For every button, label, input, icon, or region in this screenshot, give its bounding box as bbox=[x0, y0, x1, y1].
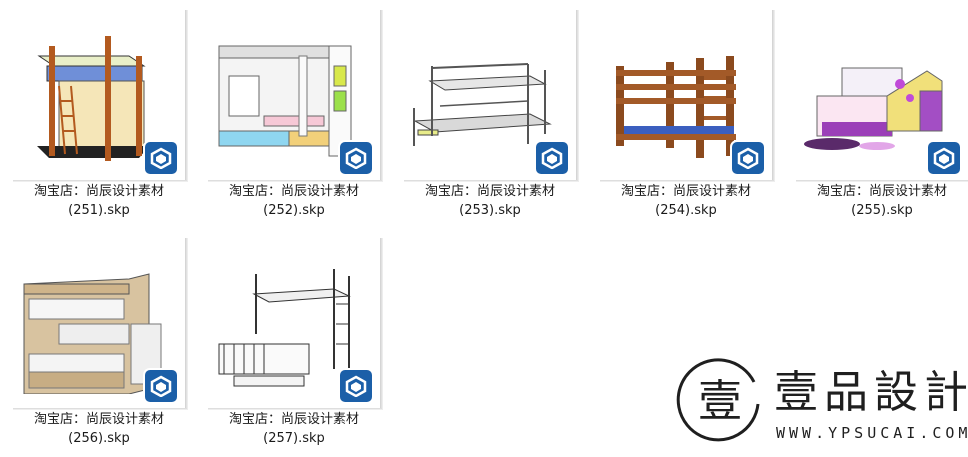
thumb-shadow bbox=[13, 180, 187, 182]
thumb-shadow bbox=[380, 10, 383, 182]
thumb-shadow bbox=[380, 238, 383, 410]
seal-char: 壹 bbox=[698, 376, 742, 427]
thumb-shadow bbox=[13, 408, 187, 410]
file-item-252[interactable]: 淘宝店：尚辰设计素材 (252).skp bbox=[206, 0, 386, 220]
wooden-bunk-bed-thumbnail bbox=[616, 56, 736, 158]
thumb-shadow bbox=[796, 180, 968, 182]
file-item-253[interactable]: 淘宝店：尚辰设计素材 (253).skp bbox=[402, 0, 582, 220]
sketchup-icon bbox=[536, 142, 568, 174]
file-name-line1: 淘宝店：尚辰设计素材 bbox=[620, 184, 751, 199]
file-name-line2: (255).skp bbox=[851, 203, 913, 218]
thumb-shadow bbox=[185, 10, 188, 182]
sketchup-icon bbox=[928, 142, 960, 174]
sketchup-icon bbox=[340, 370, 372, 402]
file-name: 淘宝店：尚辰设计素材 (257).skp bbox=[196, 410, 392, 448]
thumbnail bbox=[206, 8, 378, 180]
thumb-shadow bbox=[185, 238, 188, 410]
sketchup-icon bbox=[145, 142, 177, 174]
file-item-254[interactable]: 淘宝店：尚辰设计素材 (254).skp bbox=[598, 0, 778, 220]
seal-icon: 壹 bbox=[676, 358, 760, 442]
white-bunk-bed-thumbnail bbox=[218, 269, 351, 387]
file-name-line1: 淘宝店：尚辰设计素材 bbox=[33, 412, 164, 427]
file-item-255[interactable]: 淘宝店：尚辰设计素材 (255).skp bbox=[794, 0, 968, 220]
thumb-shadow bbox=[404, 180, 578, 182]
built-in-bunk-bed-thumbnail bbox=[23, 273, 162, 394]
file-name-line1: 淘宝店：尚辰设计素材 bbox=[228, 412, 359, 427]
metal-bunk-bed-thumbnail bbox=[413, 63, 552, 146]
brand-url: WWW.YPSUCAI.COM bbox=[776, 424, 968, 442]
loft-bed-thumbnail bbox=[37, 36, 149, 161]
kids-bed-thumbnail bbox=[804, 67, 943, 150]
thumbnail bbox=[402, 8, 574, 180]
thumbnail bbox=[206, 236, 378, 408]
file-item-251[interactable]: 淘宝店：尚辰设计素材 (251).skp bbox=[11, 0, 191, 220]
thumbnail bbox=[794, 8, 966, 180]
file-item-256[interactable]: 淘宝店：尚辰设计素材 (256).skp bbox=[11, 228, 191, 448]
file-name: 淘宝店：尚辰设计素材 (253).skp bbox=[392, 182, 588, 220]
file-name-line1: 淘宝店：尚辰设计素材 bbox=[228, 184, 359, 199]
file-name-line1: 淘宝店：尚辰设计素材 bbox=[33, 184, 164, 199]
file-name-line2: (254).skp bbox=[655, 203, 717, 218]
thumbnail bbox=[11, 236, 183, 408]
watermark-logo: 壹 壹品設計 WWW.YPSUCAI.COM bbox=[672, 352, 968, 452]
file-name: 淘宝店：尚辰设计素材 (255).skp bbox=[784, 182, 968, 220]
file-name-line2: (256).skp bbox=[68, 431, 130, 446]
file-name: 淘宝店：尚辰设计素材 (252).skp bbox=[196, 182, 392, 220]
sketchup-icon bbox=[145, 370, 177, 402]
file-name: 淘宝店：尚辰设计素材 (251).skp bbox=[1, 182, 197, 220]
thumb-shadow bbox=[208, 408, 382, 410]
file-name-line2: (257).skp bbox=[263, 431, 325, 446]
file-name: 淘宝店：尚辰设计素材 (254).skp bbox=[588, 182, 784, 220]
bunk-bed-thumbnail bbox=[218, 45, 352, 157]
thumbnail bbox=[598, 8, 770, 180]
file-name-line1: 淘宝店：尚辰设计素材 bbox=[424, 184, 555, 199]
thumbnail bbox=[11, 8, 183, 180]
thumb-shadow bbox=[208, 180, 382, 182]
brand-name: 壹品設計 bbox=[774, 367, 968, 418]
sketchup-icon bbox=[732, 142, 764, 174]
thumb-shadow bbox=[576, 10, 579, 182]
file-item-257[interactable]: 淘宝店：尚辰设计素材 (257).skp bbox=[206, 228, 386, 448]
file-name-line1: 淘宝店：尚辰设计素材 bbox=[816, 184, 947, 199]
thumb-shadow bbox=[772, 10, 775, 182]
file-name-line2: (253).skp bbox=[459, 203, 521, 218]
file-name-line2: (252).skp bbox=[263, 203, 325, 218]
thumb-shadow bbox=[600, 180, 774, 182]
file-name-line2: (251).skp bbox=[68, 203, 130, 218]
sketchup-icon bbox=[340, 142, 372, 174]
file-name: 淘宝店：尚辰设计素材 (256).skp bbox=[1, 410, 197, 448]
